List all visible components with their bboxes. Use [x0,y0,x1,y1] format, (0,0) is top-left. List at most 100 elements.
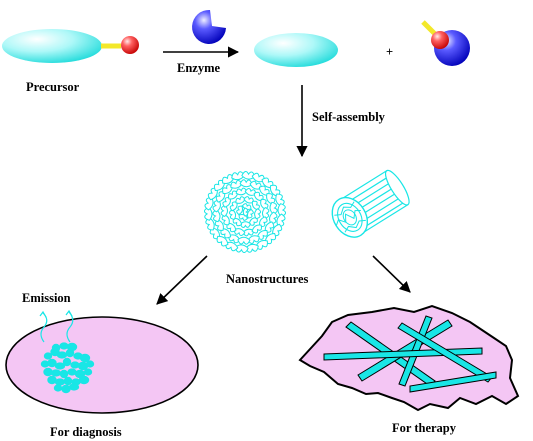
enzyme-label: Enzyme [177,61,221,75]
for-diagnosis-label: For diagnosis [50,425,122,439]
sphere-petal [247,235,260,244]
sphere-petal [261,177,274,189]
fluorescent-dot [59,342,69,350]
self-assembly-label: Self-assembly [312,110,386,124]
sphere-petal [232,217,243,227]
spherical-nanostructure [203,170,286,254]
sphere-petal [212,199,221,213]
precursor-label: Precursor [26,80,80,94]
sphere-petal [205,217,215,231]
fluorescent-dot [83,368,93,376]
sphere-petal [228,190,239,200]
sphere-petal [226,222,237,233]
fluorescent-dot [78,375,90,385]
plus-sign: + [386,45,393,59]
sphere-petal [251,224,262,234]
sphere-petal [220,204,228,218]
sphere-petal [229,201,238,212]
fluorescent-dot [59,369,69,379]
fluorescent-dot [50,369,62,377]
enzyme-icon [192,9,226,44]
sphere-petal [254,208,262,220]
sphere-petal [222,184,234,195]
sphere-petal [214,219,224,231]
cleaved-product-ellipse [254,33,338,67]
fluorescent-dot [54,362,66,370]
fluorescent-dot [79,353,91,363]
fluorescent-dot [61,384,71,394]
sphere-petal [241,170,256,180]
sphere-petal [225,241,239,252]
sphere-petal [237,236,251,245]
sphere-petal [277,203,286,218]
sphere-petal [207,187,218,201]
sphere-petal [243,196,255,204]
precursor-red-ball [121,36,139,54]
sphere-petal [236,205,244,216]
sphere-petal [256,229,268,240]
sphere-petal [230,180,243,189]
sphere-petal [269,211,278,225]
sphere-petal [239,179,253,188]
fluorescent-dot [56,351,68,359]
fluorescent-dot [62,357,72,367]
emission-label: Emission [22,291,71,305]
sphere-petal [231,171,246,181]
fluorescent-dot [54,378,66,386]
fluorescent-dot [47,375,57,385]
fluorescent-dot [43,352,53,360]
sphere-petal [239,221,251,228]
sphere-petal [251,172,265,183]
sphere-petal [220,228,232,239]
therapy-arrow [372,255,411,293]
sphere-petal [266,193,276,205]
nanostructures-label: Nanostructures [226,272,309,286]
sphere-petal [275,193,285,207]
sphere-petal [244,187,257,196]
fluorescent-dot [68,383,80,391]
sphere-petal [228,208,237,220]
sphere-petal [262,206,270,220]
sphere-petal [248,217,258,226]
precursor-molecule [2,29,139,63]
sphere-petal [269,201,278,215]
fluorescent-dot [53,384,63,392]
precursor-body [2,29,102,63]
sphere-petal [244,243,259,253]
sphere-petal [204,196,214,211]
fluorescent-dot [43,367,53,377]
sphere-petal [253,191,264,202]
sphere-petal [233,228,246,237]
sphere-petal [260,198,269,210]
sphere-petal [258,185,270,196]
diagnosis-arrow [156,255,208,305]
sphere-petal [234,244,249,254]
sphere-petal [272,223,283,237]
sphere-petal [259,216,268,228]
diagnosis-cell [5,316,199,414]
sphere-petal [215,191,226,203]
enzyme-fragment-complex [421,20,470,66]
sphere-petal [251,200,260,211]
sphere-petal [249,180,262,190]
fluorescent-dot [66,342,78,352]
fluorescent-dot [40,360,50,368]
fluorescent-dot [70,361,80,369]
sphere-petal [212,209,221,223]
fluorescent-dot [67,368,77,376]
sphere-petal [242,207,249,217]
sphere-petal [255,240,268,250]
therapy-fibers [323,315,497,393]
sphere-petal [222,196,231,208]
sphere-petal [264,221,275,233]
sphere-petal [216,235,229,247]
emission-squiggles [39,309,74,343]
sphere-petal [276,213,286,228]
fluorescent-dot [63,376,73,386]
sphere-petal [235,196,246,204]
fluorescent-dot [85,360,95,368]
fluorescent-dot [47,358,57,368]
sphere-petal [203,206,213,221]
fluorescent-dot [77,361,89,371]
